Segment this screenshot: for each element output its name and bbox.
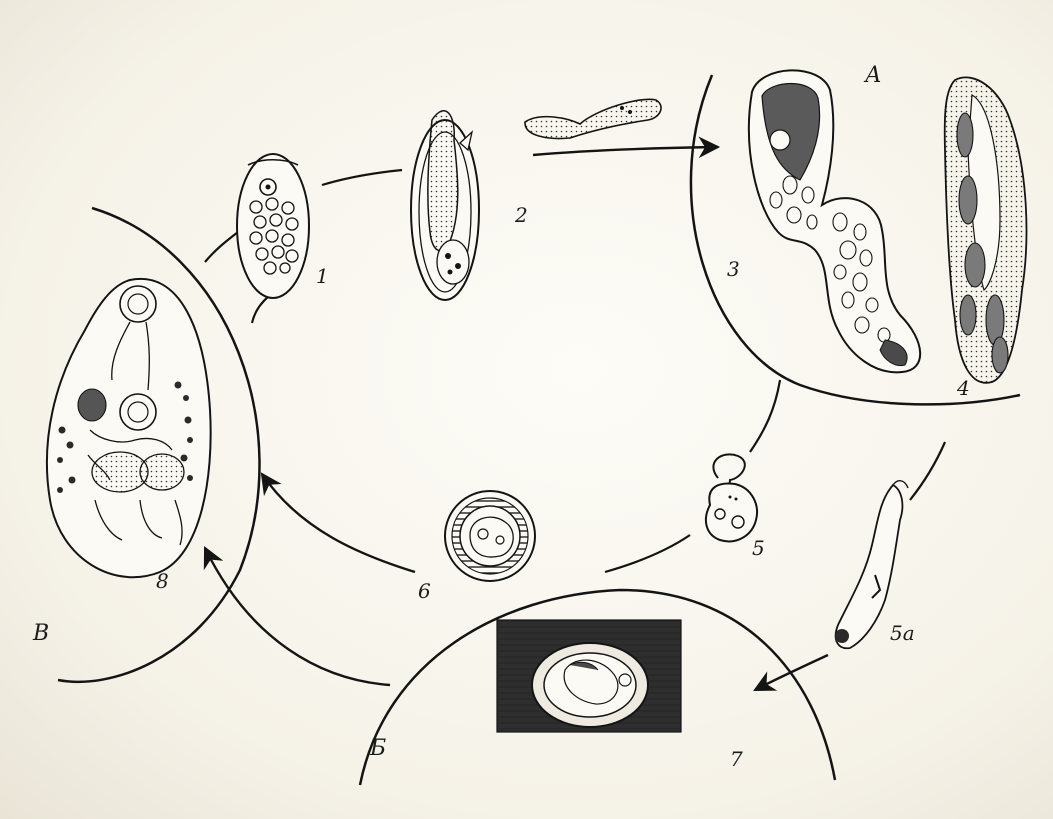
stage-label-7: 7 <box>730 747 743 771</box>
stage-label-2: 2 <box>514 203 528 227</box>
free-miracidium <box>525 99 661 138</box>
connector-5-6 <box>605 535 690 572</box>
stage-label-4: 4 <box>956 376 970 400</box>
connector-1-2b <box>322 170 402 185</box>
arrow-7-to-8 <box>205 548 390 685</box>
stage-8-adult-fluke <box>47 279 211 577</box>
arrow-6-to-8 <box>262 474 415 572</box>
stage-label-3: 3 <box>727 257 740 281</box>
stage-5-cercaria <box>706 454 757 541</box>
zone-label-a: А <box>863 63 882 88</box>
stage-2-miracidium-egg <box>411 111 479 300</box>
connector-4-5a <box>910 442 945 500</box>
stage-4-rediae <box>945 77 1027 382</box>
stage-label-6: 6 <box>418 579 431 603</box>
stage-label-5a: 5а <box>890 621 915 645</box>
connector-3-5 <box>750 380 780 452</box>
stage-label-8: 8 <box>156 569 169 593</box>
stage-3-sporocyst <box>749 70 920 372</box>
stage-7-encysted-in-tissue <box>497 620 681 732</box>
stage-1-egg <box>237 154 309 298</box>
zone-label-v: В <box>32 621 49 646</box>
arrow-5a-to-7 <box>755 655 828 690</box>
connector-1-2 <box>205 232 238 262</box>
zone-label-b: Б <box>369 736 386 761</box>
arrow-2-to-3 <box>533 147 718 155</box>
connector-1-8 <box>252 295 270 323</box>
stage-label-1: 1 <box>316 264 329 288</box>
stage-6-cyst <box>445 491 535 581</box>
stage-label-5: 5 <box>752 536 765 560</box>
